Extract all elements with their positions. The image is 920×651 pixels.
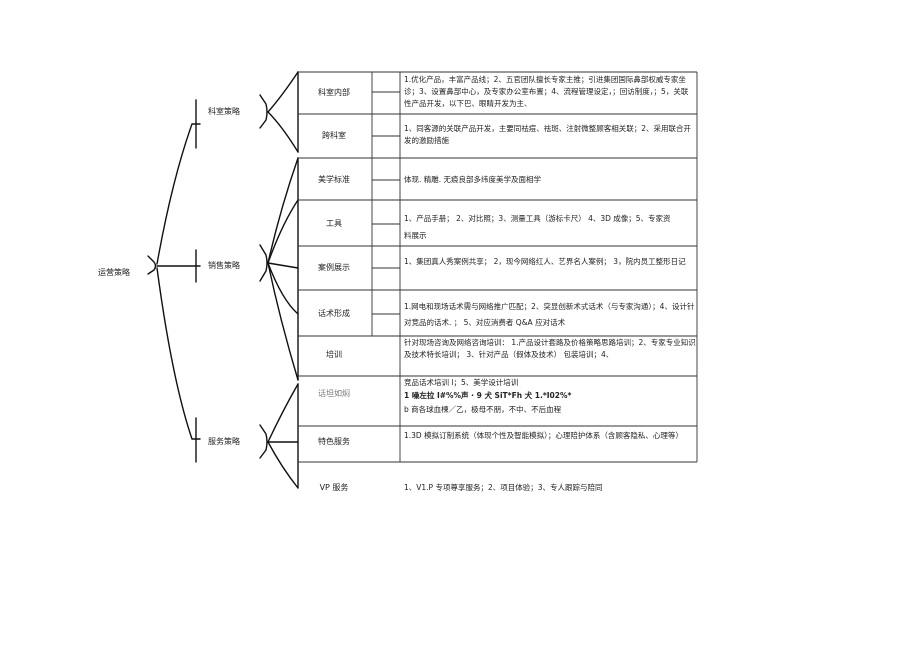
branch-ke-shi bbox=[156, 123, 201, 265]
row-content-hua-shu: 1.网电和现场话术需与网络推广匹配；2、突显创新术式话术（与专家沟通）；4、设计… bbox=[404, 302, 695, 327]
row-label-pei-xun: 培训 bbox=[326, 350, 342, 359]
bracket-fu-wu-right bbox=[259, 424, 268, 459]
branch-fu-wu bbox=[156, 267, 201, 440]
row-content-hua-tan-line-1: 竞品话术培训 l；5、美学设计培训 bbox=[404, 378, 519, 387]
row-content-pei-xun: 针对现场咨询及网络咨询培训： 1.产品设计套路及价格策略思路培训；2、专家专业知… bbox=[404, 338, 696, 359]
section-label-xiao-shou: 销售策略 bbox=[208, 261, 240, 270]
row-content-hua-tan-line-3: b 商各球血楝／乙，极母不朋，不中、不后血程 bbox=[404, 405, 562, 414]
row-label-hua-tan: 话坦如焖 bbox=[318, 389, 350, 398]
row-label-kua-ke-shi: 跨科室 bbox=[322, 131, 346, 140]
root-bracket bbox=[147, 255, 157, 275]
row-label-an-li: 案例展示 bbox=[318, 263, 350, 272]
bracket-ke-shi-right bbox=[259, 94, 268, 129]
section-label-fu-wu: 服务策略 bbox=[208, 437, 240, 446]
row-content-ke-shi-nei-bu: 1.优化产品，丰富产品线；2、五官团队擅长专家主推；引进集团国际鼻部权威专家坐诊… bbox=[404, 75, 689, 108]
row-content-mei-xue: 体现. 精雕. 无痕良部多纬度美学及面相学 bbox=[404, 175, 542, 184]
row-label-mei-xue: 美学标准 bbox=[318, 175, 350, 184]
root-label: 运营策略 bbox=[98, 268, 130, 277]
row-content-gong-ju: 1、产品手册； 2、对比照；3、测量工具（游标卡尺） 4、3D 成像；5、专家资… bbox=[404, 214, 671, 240]
row-content-kua-ke-shi: 1、同客源的关联产品开发，主要同祛痘、祛斑、注射微整顾客相关联；2、采用联合开发… bbox=[404, 124, 692, 145]
row-label-ke-shi-nei-bu: 科室内部 bbox=[318, 88, 350, 97]
row-label-hua-shu: 话术形成 bbox=[318, 309, 350, 318]
row-label-gong-ju: 工具 bbox=[326, 219, 342, 228]
row-label-te-se: 特色服务 bbox=[318, 437, 350, 446]
row-content-vp: 1、V1.P 专项尊享服务；2、项目体验；3、专人跟踪与陪同 bbox=[404, 483, 603, 492]
section-label-ke-shi: 科室策略 bbox=[208, 107, 240, 116]
row-content-hua-tan-line-2: 1 噪左拉 I#%%声 · 9 犬 SiT*Fh 犬 1.*I02%* bbox=[404, 391, 572, 400]
row-content-an-li: 1、集团真人秀案例共享； 2，现今网络红人、艺界名人案例； 3，院内员工整形日记 bbox=[404, 257, 686, 266]
row-content-te-se: 1.3D 模拟订制系统（体现个性及智能模拟）；心理陪护体系（含顾客隐私、心理等） bbox=[404, 431, 683, 440]
row-label-vp: VP 服务 bbox=[319, 483, 349, 492]
bracket-xiao-shou-right bbox=[259, 244, 268, 282]
